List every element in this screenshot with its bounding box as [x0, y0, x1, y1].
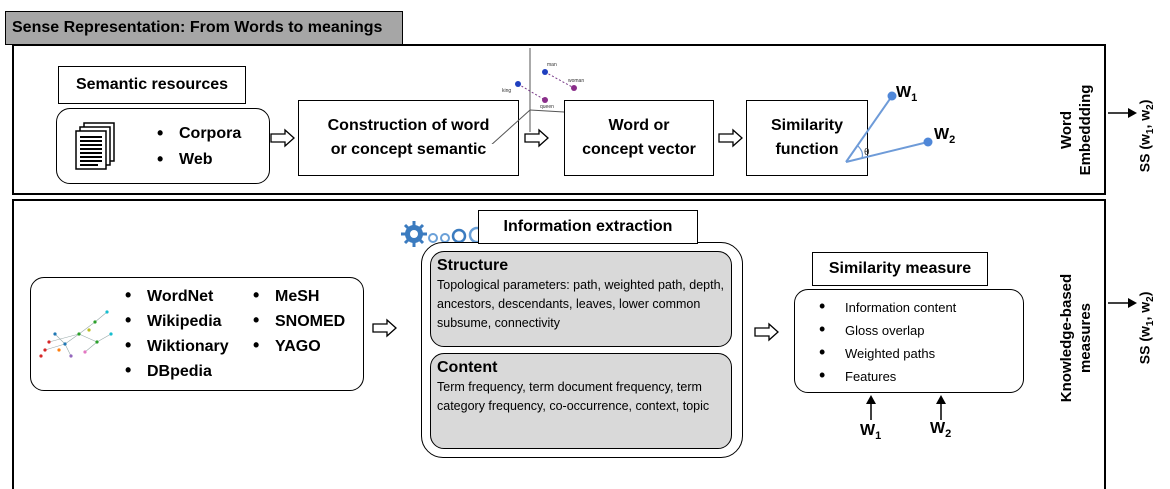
w2-label: W2 — [930, 420, 952, 441]
list-item: YAGO — [249, 333, 345, 359]
list-item: Weighted paths — [815, 341, 956, 365]
list-item: Wiktionary — [121, 333, 229, 359]
list-item: Gloss overlap — [815, 318, 956, 342]
similarity-function-box: Similarity function — [746, 100, 868, 176]
knowledge-bases-box: WordNet Wikipedia Wiktionary DBpedia MeS… — [30, 277, 364, 391]
structure-title: Structure — [437, 257, 509, 274]
list-item: Web — [153, 146, 241, 173]
similarity-measure-box: Information content Gloss overlap Weight… — [794, 289, 1024, 393]
content-box: Content Term frequency, term document fr… — [430, 353, 732, 449]
document-stack-icon — [75, 122, 115, 170]
construction-box: Construction of word or concept semantic — [298, 100, 519, 176]
plot-point — [542, 97, 548, 103]
word-vector-box: Word or concept vector — [564, 100, 714, 176]
w1-label: W1 — [860, 422, 882, 443]
theta-label: θ — [864, 148, 870, 158]
right-arrow-icon — [524, 128, 549, 148]
list-item: DBpedia — [121, 358, 229, 384]
up-arrow-icon — [866, 395, 876, 420]
plot-label: man — [547, 62, 557, 68]
list-item: Wikipedia — [121, 308, 229, 334]
plot-label: woman — [568, 78, 584, 84]
plot-point — [542, 69, 548, 75]
graph-network-icon — [39, 310, 113, 358]
right-arrow-icon — [754, 322, 779, 342]
up-arrow-icon — [936, 395, 946, 420]
list-item: SNOMED — [249, 308, 345, 334]
ss-output-top: SS (w1, w2) — [1136, 99, 1157, 173]
content-title: Content — [437, 359, 498, 376]
right-arrow-icon — [718, 128, 743, 148]
plot-label: king — [502, 88, 511, 94]
information-extraction-label: Information extraction — [478, 210, 698, 244]
right-arrow-icon — [270, 128, 295, 148]
right-arrow-icon — [372, 318, 397, 338]
structure-box: Structure Topological parameters: path, … — [430, 251, 732, 347]
title-tab: Sense Representation: From Words to mean… — [5, 11, 403, 45]
vector-angle-diagram: θ — [845, 91, 933, 163]
title-text: Sense Representation: From Words to mean… — [12, 19, 383, 36]
word-embedding-label: Word Embeddding — [1058, 84, 1094, 176]
plot-point — [515, 81, 521, 87]
knowledge-based-label: Knowledge-based measures — [1058, 273, 1094, 403]
list-item: Corpora — [153, 120, 241, 147]
resources-list: Corpora Web — [153, 120, 241, 173]
kb-list-col2: MeSH SNOMED YAGO — [249, 283, 345, 359]
semantic-resources-label: Semantic resources — [58, 66, 246, 104]
list-item: WordNet — [121, 283, 229, 309]
ss-output-bottom: SS (w1, w2) — [1136, 291, 1157, 365]
measures-list: Information content Gloss overlap Weight… — [815, 295, 956, 388]
similarity-measure-label: Similarity measure — [812, 252, 988, 286]
structure-text: Topological parameters: path, weighted p… — [437, 278, 724, 330]
resources-box: Corpora Web — [56, 108, 270, 184]
knowledge-based-panel — [12, 199, 1106, 489]
plot-point — [571, 85, 577, 91]
word-embedding-panel — [12, 44, 1106, 195]
w1-label: W1 — [896, 84, 918, 105]
kb-list-col1: WordNet Wikipedia Wiktionary DBpedia — [121, 283, 229, 384]
plot-label: queen — [540, 104, 554, 110]
w2-label: W2 — [934, 126, 956, 147]
list-item: MeSH — [249, 283, 345, 309]
output-arrow-icon — [1108, 298, 1137, 308]
list-item: Features — [815, 364, 956, 388]
list-item: Information content — [815, 295, 956, 319]
content-text: Term frequency, term document frequency,… — [437, 380, 710, 413]
output-arrow-icon — [1108, 108, 1137, 118]
